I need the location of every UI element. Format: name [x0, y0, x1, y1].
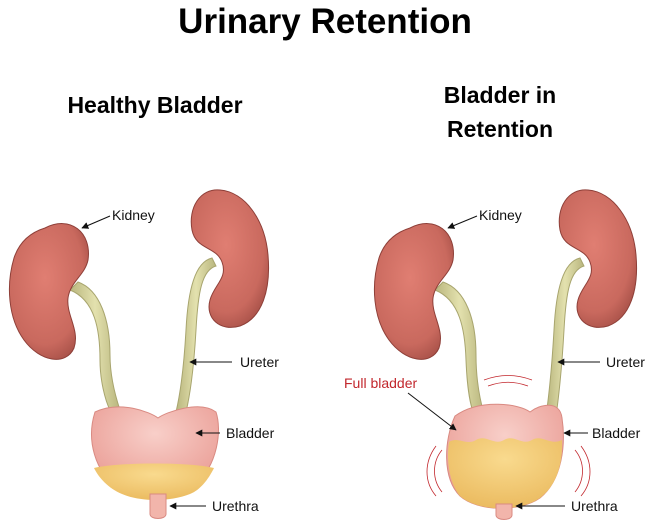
full-bladder-label: Full bladder: [344, 375, 417, 391]
retention-right-kidney: [558, 189, 638, 328]
retention-kidney-label: Kidney: [479, 207, 522, 223]
healthy-left-ureter: [69, 281, 121, 411]
retention-urethra-label: Urethra: [571, 498, 618, 514]
retention-panel: Kidney Ureter Full bladder Bladder Ureth…: [344, 189, 645, 520]
retention-left-ureter: [434, 281, 485, 415]
healthy-urine: [94, 463, 214, 500]
healthy-kidney-label: Kidney: [112, 207, 155, 223]
healthy-kidney-arrow: [81, 215, 111, 229]
healthy-urethra: [149, 493, 167, 519]
healthy-bladder-label: Bladder: [226, 425, 275, 441]
retention-right-ureter: [545, 257, 585, 417]
retention-heading-line1: Bladder in: [443, 82, 557, 108]
retention-ureter-label: Ureter: [606, 354, 645, 370]
healthy-ureter-label: Ureter: [240, 354, 279, 370]
healthy-urethra-label: Urethra: [212, 498, 259, 514]
retention-left-kidney: [373, 223, 454, 360]
retention-bladder-label: Bladder: [592, 425, 641, 441]
retention-heading: Bladder in Retention: [390, 78, 610, 146]
healthy-bladder-heading: Healthy Bladder: [67, 92, 243, 118]
retention-urine: [448, 438, 563, 509]
healthy-right-kidney: [190, 189, 270, 328]
retention-kidney-arrow: [447, 215, 478, 229]
retention-urethra: [495, 503, 513, 520]
page-title: Urinary Retention: [178, 2, 472, 41]
retention-heading-line2: Retention: [446, 116, 554, 142]
healthy-left-kidney: [8, 223, 89, 360]
full-bladder-arrow: [407, 392, 457, 431]
pressure-lines: [426, 375, 591, 497]
healthy-right-ureter: [175, 257, 217, 413]
healthy-panel: Kidney Ureter Bladder Urethra: [8, 189, 279, 519]
